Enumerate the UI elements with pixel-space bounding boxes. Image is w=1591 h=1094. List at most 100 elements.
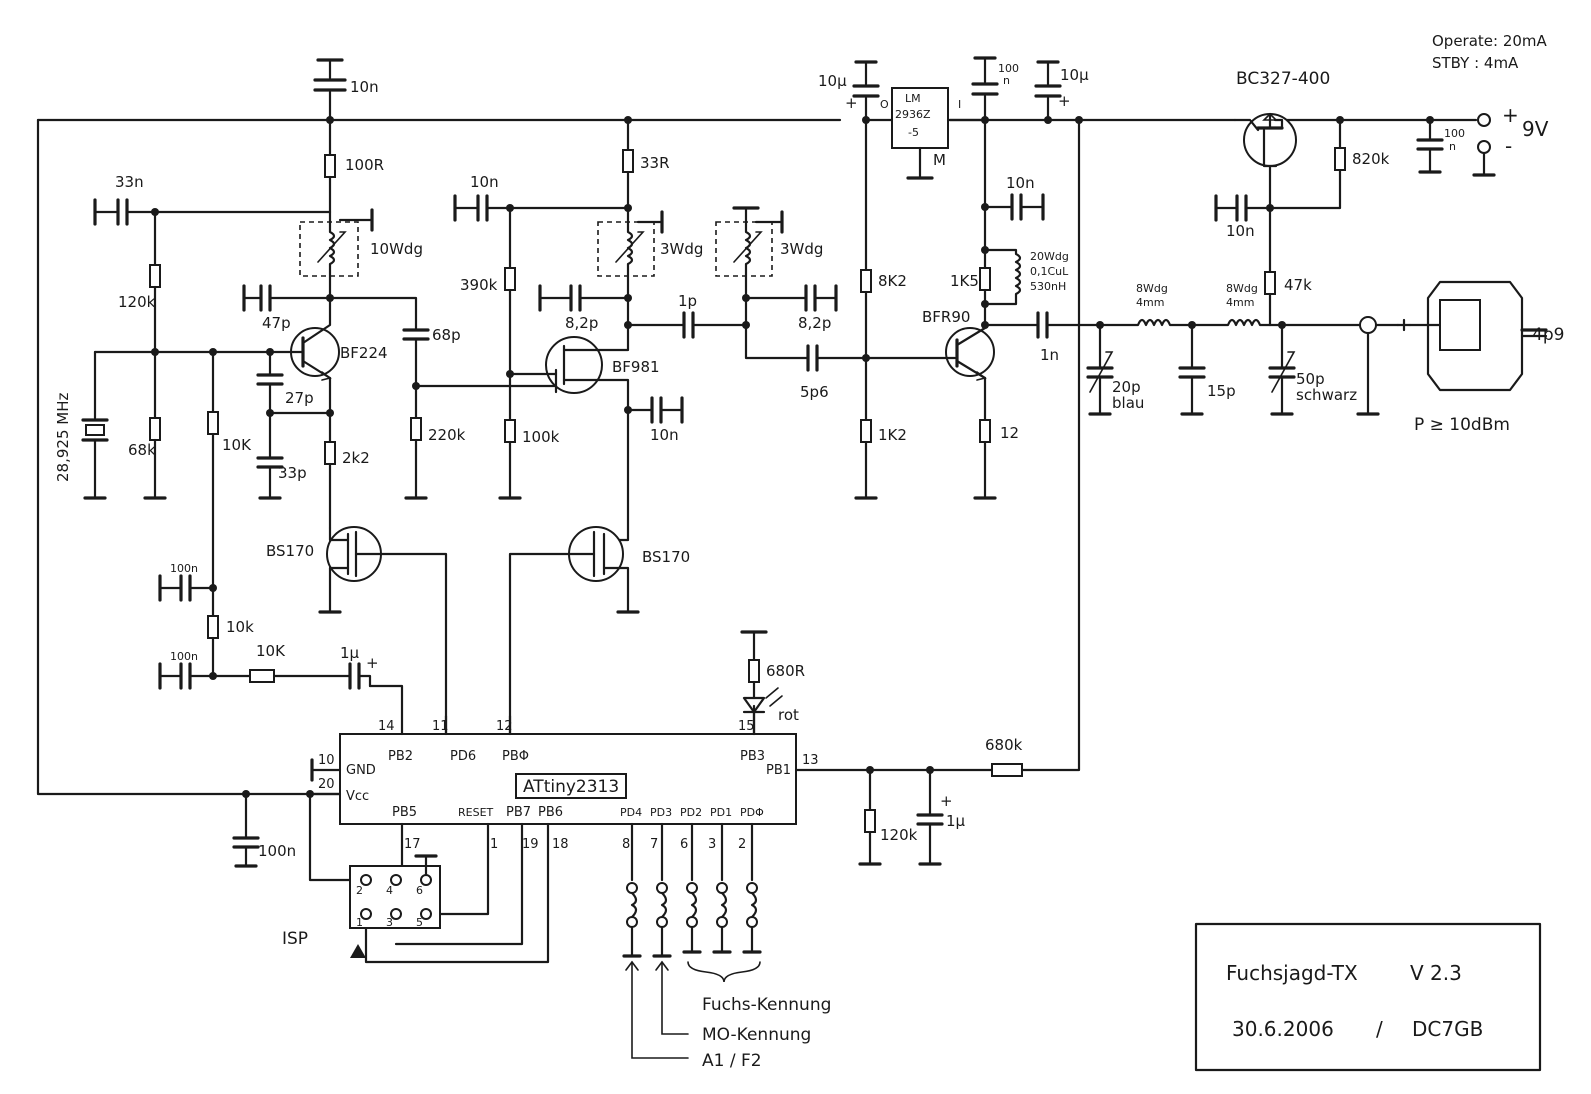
resistor-820k: [1334, 147, 1346, 171]
amp-coil-a-label: 20Wdg: [1030, 250, 1069, 263]
osc-r2k2-label: 2k2: [342, 449, 370, 467]
resistor-680k: [991, 763, 1023, 777]
filter-coil1-b: 4mm: [1136, 296, 1164, 309]
mcu-pin-1-num: 1: [490, 837, 498, 852]
osc-r120k-label: 120k: [118, 293, 156, 311]
mod-c1u-label: 1µ: [340, 644, 360, 662]
isp-pin-3: 3: [386, 916, 393, 929]
supply-switch: BC327-400 820k 10n 47k 100 n + 9V -: [1214, 69, 1549, 327]
mixer-transistor-label: BF981: [612, 358, 660, 376]
mcu-pin-pb6: PB6: [538, 805, 563, 820]
jumper-mo-label: MO-Kennung: [702, 1025, 811, 1045]
current-operate: Operate: 20mA: [1432, 32, 1548, 50]
regulator-pin-out: O: [880, 98, 889, 111]
mixer-c82p-b-label: 8,2p: [798, 314, 831, 332]
mcu-pin-pd2: PD2: [680, 806, 702, 819]
mixer-r390k-label: 390k: [460, 276, 498, 294]
osc-r220k-label: 220k: [428, 426, 466, 444]
osc-c47p-label: 47p: [262, 314, 291, 332]
mcu-pin-pd6: PD6: [450, 749, 476, 764]
mod-c100n-b-label: 100n: [170, 650, 198, 663]
mod-r680r-label: 680R: [766, 662, 805, 680]
amp-r1k5-label: 1K5: [950, 272, 979, 290]
mixer-c5p6-label: 5p6: [800, 383, 829, 401]
resistor-1k5: [979, 267, 991, 291]
mcu-pin-7-num: 7: [650, 837, 658, 852]
supply-r47k-label: 47k: [1284, 276, 1312, 294]
regulator-name-3: -5: [908, 126, 919, 139]
resistor-100r: [324, 154, 336, 178]
mcu-pin-pb2: PB2: [388, 749, 413, 764]
mcu-pin-17-num: 17: [404, 837, 421, 852]
pin1-marker-icon: [350, 944, 366, 958]
modulation-network: 100n 10k 100n 10K 1µ + 680R rot: [158, 562, 805, 882]
mixer-coil-b-label: 3Wdg: [780, 240, 823, 258]
batt-r680k-label: 680k: [985, 736, 1023, 754]
microcontroller: ATtiny2313 14 PB2 11 PD6 12 PBΦ 15 PB3 1…: [310, 684, 994, 964]
mixer-r100k-label: 100k: [522, 428, 560, 446]
mcu-pin-pb1: PB1: [766, 763, 791, 778]
regulator-cap-bulk-label: 10µ: [1060, 66, 1089, 84]
osc-c27p-label: 27p: [285, 389, 314, 407]
filter-trim2-a: 50p: [1296, 370, 1325, 388]
osc-switch-label: BS170: [266, 542, 314, 560]
current-standby: STBY : 4mA: [1432, 54, 1519, 72]
title-block: Fuchsjagd-TX V 2.3 30.6.2006 / DC7GB: [1194, 922, 1542, 1072]
regulator-pin-gnd: M: [933, 151, 946, 169]
mod-c-vcc-label: 100n: [258, 842, 296, 860]
oscillator-stage: 10n 100R 33n 10Wdg 47p: [54, 58, 466, 736]
amp-c10n-label: 10n: [1006, 174, 1035, 192]
antenna-connector: [1359, 316, 1377, 334]
osc-top-cap-label: 10n: [350, 78, 379, 96]
resistor-68k: [149, 417, 161, 441]
regulator-pin-in: I: [958, 98, 961, 111]
isp-pin-5: 5: [416, 916, 423, 929]
mixer-c-gate2-label: 10n: [650, 426, 679, 444]
terminal-minus: [1477, 140, 1491, 154]
osc-c33p-label: 33p: [278, 464, 307, 482]
supply-r820k-label: 820k: [1352, 150, 1390, 168]
terminal-plus: [1477, 113, 1491, 127]
mcu-pin-pd0: PDΦ: [740, 806, 764, 819]
mcu-pin-pb0: PBΦ: [502, 749, 529, 764]
regulator-cap-out-label: 10µ: [818, 72, 847, 90]
resistor-680r: [748, 659, 760, 683]
mcu-pin-pb5: PB5: [392, 805, 417, 820]
resistor-2k2: [324, 441, 336, 465]
mcu-name: ATtiny2313: [523, 777, 619, 797]
mcu-pin-10-num: 10: [318, 753, 335, 768]
osc-r68k-label: 68k: [128, 441, 156, 459]
mixer-c1p-label: 1p: [678, 292, 697, 310]
supply-cap-a: 100: [1444, 127, 1465, 140]
mcu-label-box: [515, 773, 627, 799]
mcu-pin-18-num: 18: [552, 837, 569, 852]
filter-c15p-label: 15p: [1207, 382, 1236, 400]
mixer-r33r-label: 33R: [640, 154, 670, 172]
regulator-cap-in-b: n: [1003, 74, 1010, 87]
resistor-12r: [979, 419, 991, 443]
batt-r120k-label: 120k: [880, 826, 918, 844]
mosfet-bf981: [545, 336, 603, 394]
amp-coil-c-label: 530nH: [1030, 280, 1066, 293]
mcu-pin-3-num: 3: [708, 837, 716, 852]
amp-transistor-label: BFR90: [922, 308, 970, 326]
jumper-block: Fuchs-Kennung MO-Kennung A1 / F2: [622, 882, 831, 1071]
amp-c1n-label: 1n: [1040, 346, 1059, 364]
title-separator: /: [1376, 1017, 1383, 1041]
mcu-pin-19-num: 19: [522, 837, 539, 852]
mod-led-label: rot: [778, 706, 799, 724]
osc-r-collector-label: 100R: [345, 156, 384, 174]
mixer-stage: 33R 10n 3Wdg 8,2p 1p: [412, 118, 868, 736]
jumper-pd2: [682, 882, 702, 954]
supply-minus-label: -: [1505, 134, 1512, 158]
title-version: V 2.3: [1410, 961, 1462, 985]
mcu-pin-8-num: 8: [622, 837, 630, 852]
voltage-regulator: LM 2936Z -5 O I M 10µ + 100 n 10µ +: [818, 56, 1089, 180]
resistor-8k2: [860, 269, 872, 293]
mod-r10k-b-label: 10k: [226, 618, 254, 636]
mcu-pin-2-num: 2: [738, 837, 746, 852]
mcu-pin-pd1: PD1: [710, 806, 732, 819]
amp-r12-label: 12: [1000, 424, 1019, 442]
filter-coil2-a: 8Wdg: [1226, 282, 1258, 295]
